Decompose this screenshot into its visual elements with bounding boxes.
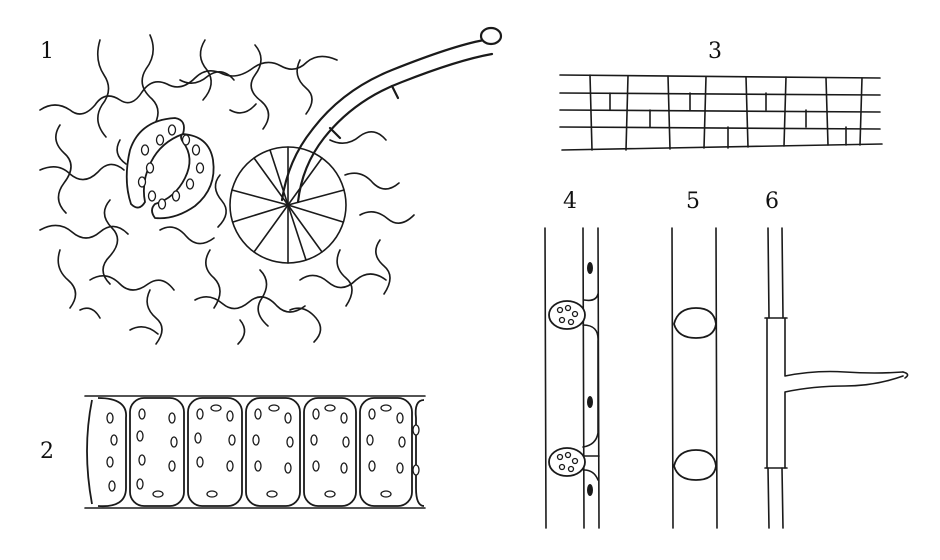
row-cells bbox=[86, 397, 425, 508]
panel-2-cell-row: 2 bbox=[40, 395, 426, 509]
gland-hair bbox=[280, 26, 503, 204]
label-panel-1: 1 bbox=[40, 39, 54, 64]
label-panel-2: 2 bbox=[40, 439, 54, 464]
row-cell bbox=[245, 397, 301, 507]
cross-wall bbox=[673, 307, 717, 339]
panel-5-tube: 5 bbox=[671, 189, 718, 529]
row-cell bbox=[187, 397, 243, 507]
label-panel-3: 3 bbox=[708, 39, 722, 64]
row-chloroplasts bbox=[106, 404, 420, 498]
row-cell bbox=[129, 397, 185, 507]
epidermal-cell-walls bbox=[39, 34, 415, 345]
grid-lines bbox=[559, 74, 883, 151]
panel-4-walls bbox=[544, 227, 600, 529]
panel-1-epidermis: 1 bbox=[39, 26, 503, 345]
row-cell bbox=[359, 397, 413, 507]
label-panel-6: 6 bbox=[765, 189, 779, 214]
stoma bbox=[125, 117, 215, 220]
panel-6-walls bbox=[764, 227, 909, 529]
gland-head bbox=[479, 26, 503, 46]
gland-base bbox=[229, 146, 347, 264]
panel-4-chloroplast-groups bbox=[548, 262, 593, 496]
panel-5-walls bbox=[671, 227, 718, 529]
panel-6-branched-cell: 6 bbox=[764, 189, 909, 529]
panel-3-cell-grid: 3 bbox=[559, 39, 883, 151]
label-panel-5: 5 bbox=[686, 189, 700, 214]
cross-wall bbox=[673, 449, 717, 481]
row-cell bbox=[303, 397, 357, 507]
panel-5-cross-walls bbox=[673, 307, 717, 481]
label-panel-4: 4 bbox=[563, 189, 577, 214]
panel-4-long-cells: 4 bbox=[544, 189, 600, 529]
